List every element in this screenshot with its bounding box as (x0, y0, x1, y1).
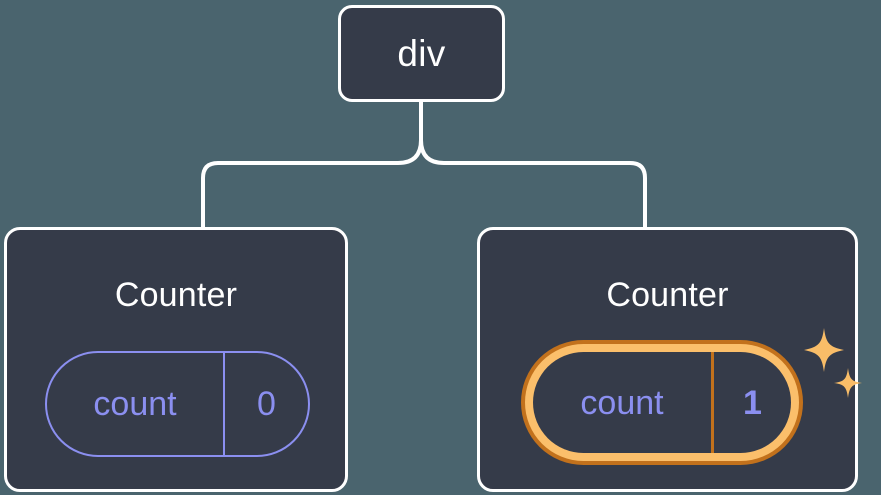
connector-to-right-child (419, 100, 647, 229)
component-title: Counter (114, 276, 238, 314)
state-value-label: 1 (743, 383, 762, 422)
sparkle-group (804, 328, 862, 398)
state-key-segment: count (533, 352, 714, 453)
state-key-label: count (580, 383, 664, 422)
component-card-counter-right[interactable]: Counter count 1 (477, 227, 862, 492)
sparkle-large-icon (804, 328, 844, 372)
component-title: Counter (606, 276, 729, 314)
state-key-label: count (93, 385, 177, 423)
state-pill[interactable]: count 0 (45, 351, 310, 457)
connector-to-left-child (201, 100, 423, 229)
state-pill-highlighted[interactable]: count 1 (521, 340, 803, 465)
state-pill-highlight-ring: count 1 (525, 344, 799, 461)
sparkle-small-icon (834, 368, 862, 398)
state-key-segment: count (47, 353, 225, 455)
root-node-div[interactable]: div (338, 5, 505, 102)
state-value-label: 0 (257, 385, 276, 423)
root-node-label: div (397, 33, 446, 74)
state-pill-body: count 1 (533, 352, 791, 453)
component-card-counter-left[interactable]: Counter count 0 (4, 227, 348, 492)
state-value-segment: 0 (225, 353, 308, 455)
state-value-segment: 1 (714, 352, 791, 453)
